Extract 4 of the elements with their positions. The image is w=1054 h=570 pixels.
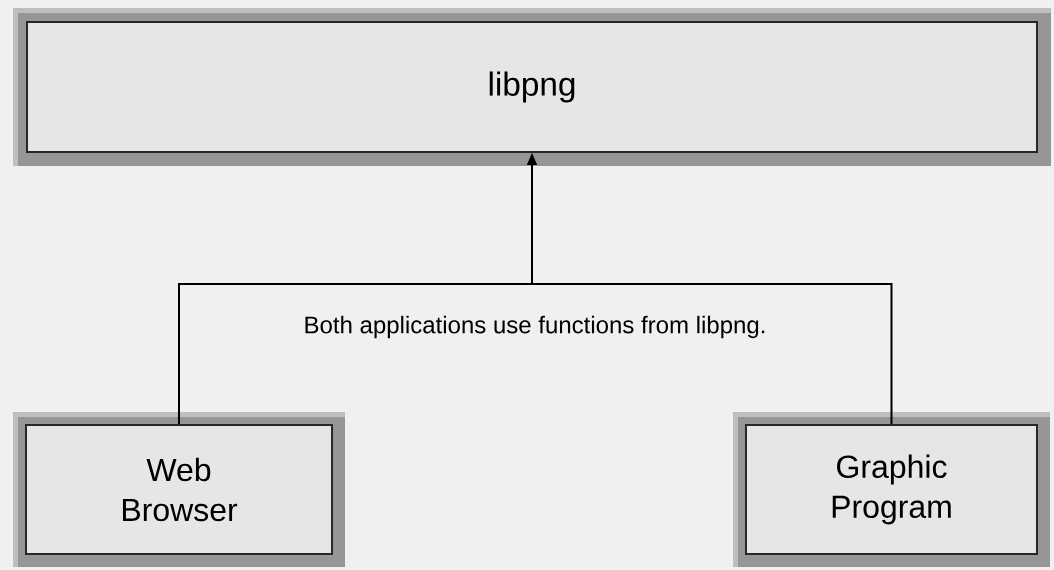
process-box: libpng xyxy=(13,8,1051,166)
note-text: Both applications use functions from libpng. xyxy=(305,315,765,339)
process-box: Graphic Program xyxy=(733,412,1050,567)
process-box: Web Browser xyxy=(13,412,345,567)
